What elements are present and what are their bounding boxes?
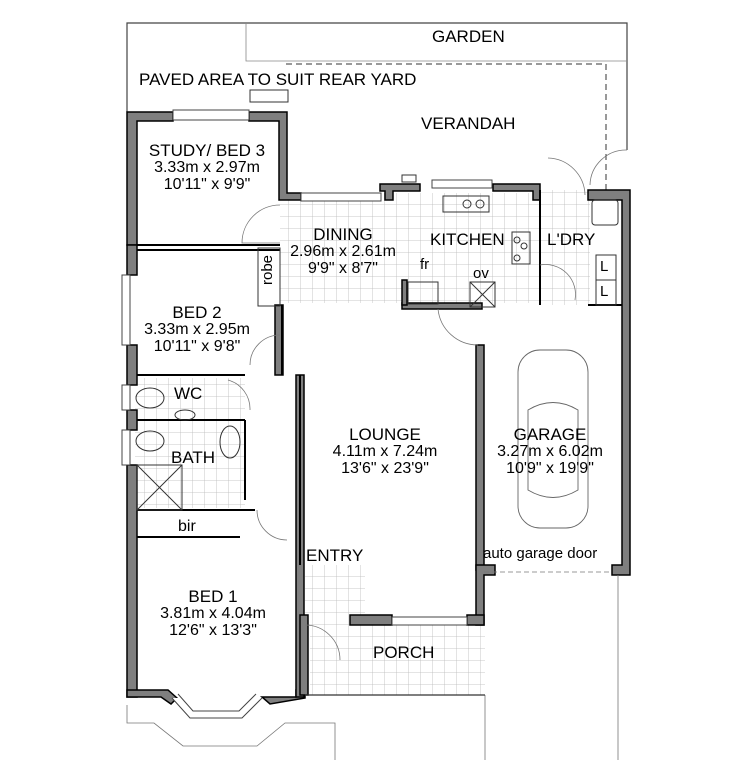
porch-label: PORCH [373,643,435,662]
room-wc: WC [174,384,203,403]
room-dining: DINING 2.96m x 2.61m 9'9" x 8'7" [290,226,396,277]
robe-cupboard [257,247,281,307]
room-name: LOUNGE [349,425,421,444]
room-bed1: BED 1 3.81m x 4.04m 12'6" x 13'3" [160,588,266,639]
room-bath: BATH [171,448,216,467]
cooktop-icon [511,231,531,265]
robe-label: robe [259,254,276,285]
trough-icon [591,199,619,226]
room-imperial: 10'9" x 19'9" [506,460,594,477]
paved-area-label: PAVED AREA TO SUIT REAR YARD [139,70,417,89]
room-garage: GARAGE 3.27m x 6.02m 10'9" x 19'9" [497,426,603,477]
room-metric: 3.81m x 4.04m [160,605,266,622]
garden-label: GARDEN [432,27,505,46]
room-imperial: 12'6" x 13'3" [169,622,257,639]
room-entry: ENTRY [306,546,364,565]
lot-boundary [126,22,628,190]
room-imperial: 10'11" x 9'8" [153,338,241,355]
room-name: BED 1 [188,587,238,606]
toilet-bath-icon [135,430,165,452]
room-imperial: 9'9" x 8'7" [308,260,378,277]
sink-icon [442,195,490,213]
room-metric: 3.27m x 6.02m [497,443,603,460]
room-metric: 4.11m x 7.24m [332,443,438,460]
room-name: STUDY/ BED 3 [148,141,266,160]
interior-lines [137,190,622,565]
site-lines [126,571,619,760]
door-swings [227,149,628,661]
room-name: BED 2 [172,303,222,322]
room-metric: 2.96m x 2.61m [290,243,396,260]
bir-label: bir [178,518,196,535]
verandah-label: VERANDAH [421,114,516,133]
windows [121,109,493,719]
room-imperial: 10'11" x 9'9" [163,176,251,193]
room-imperial: 13'6" x 23'9" [341,460,429,477]
fixtures [135,89,619,511]
room-metric: 3.33m x 2.95m [144,321,250,338]
fridge-label: fr [420,256,430,273]
oven-label: ov [473,265,489,282]
toilet-wc-icon [135,387,165,409]
wc-basin-icon [174,409,196,421]
laundry-l1-label: L [600,258,609,275]
room-laundry: L'DRY [547,230,596,249]
room-name: GARAGE [513,425,587,444]
shower-icon [136,464,183,511]
garage-door-label: auto garage door [483,545,598,562]
fridge-icon [407,281,439,305]
room-lounge: LOUNGE 4.11m x 7.24m 13'6" x 23'9" [333,426,438,477]
room-bed2: BED 2 3.33m x 2.95m 10'11" x 9'8" [144,304,250,355]
room-study-bed3: STUDY/ BED 3 3.33m x 2.97m 10'11" x 9'9" [149,142,265,193]
car-outline [517,349,589,529]
room-name: DINING [313,225,373,244]
laundry-l2-label: L [600,283,609,300]
room-kitchen: KITCHEN [430,230,505,249]
oven-icon [469,281,496,308]
basin-icon [219,425,241,459]
room-metric: 3.33m x 2.97m [154,159,260,176]
